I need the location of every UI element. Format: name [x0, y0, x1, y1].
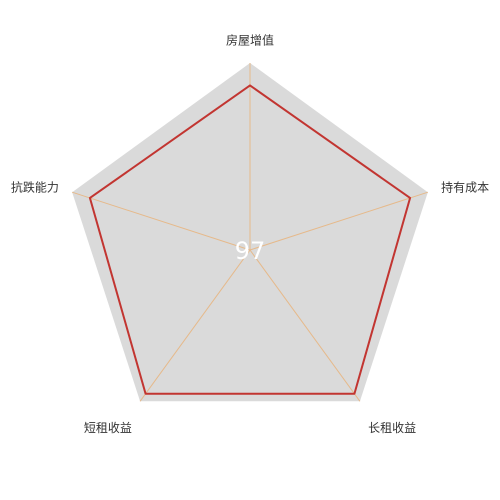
- axis-line: [71, 191, 251, 251]
- axis-label: 短租收益: [84, 421, 132, 435]
- axis-line: [139, 249, 251, 402]
- axis-label: 抗跌能力: [11, 179, 59, 194]
- center-score: 97: [235, 237, 266, 265]
- axis-label: 房屋增值: [226, 33, 274, 48]
- series-line: [88, 84, 412, 395]
- axis-lines: [71, 63, 429, 402]
- axis-label: 长租收益: [368, 421, 416, 435]
- axis-line: [249, 191, 429, 251]
- axis-line: [249, 249, 361, 402]
- axis-label: 持有成本: [441, 179, 489, 194]
